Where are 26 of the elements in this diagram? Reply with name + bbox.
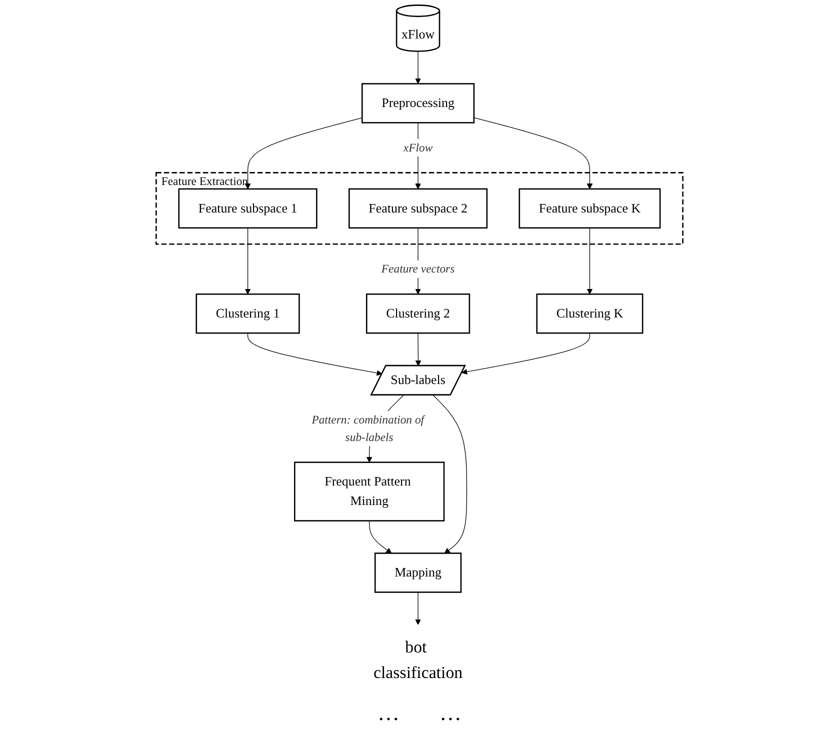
arrow: [462, 332, 590, 375]
arrow: [474, 117, 593, 190]
arrow: [415, 592, 421, 625]
node-box: Feature subspace K: [518, 188, 661, 229]
ellipsis-text: …: [378, 700, 400, 726]
node-box: Feature subspace 2: [348, 188, 488, 229]
arrow: [432, 394, 468, 554]
arrow: [586, 228, 593, 294]
arrow: [369, 520, 392, 554]
node-box: Preprocessing: [362, 83, 475, 124]
node-box: Mapping: [374, 552, 462, 593]
ellipsis-text: …: [440, 700, 462, 726]
arrow: [244, 228, 251, 294]
node-box: Clustering 1: [196, 293, 300, 334]
edge-label: xFlow: [403, 140, 433, 154]
edge-label: Pattern: combination of sub-labels: [312, 412, 424, 444]
node-box: Feature subspace 1: [178, 188, 318, 229]
node-text: bot classification: [374, 638, 463, 682]
node-box: Frequent Pattern Mining: [294, 462, 445, 522]
node-box: Clustering K: [536, 293, 644, 334]
arrow: [415, 50, 421, 84]
arrow: [244, 118, 362, 190]
arrow: [415, 332, 422, 366]
node-box: Clustering 2: [366, 293, 470, 334]
edge-label: Feature vectors: [381, 262, 455, 276]
arrow: [247, 332, 382, 376]
